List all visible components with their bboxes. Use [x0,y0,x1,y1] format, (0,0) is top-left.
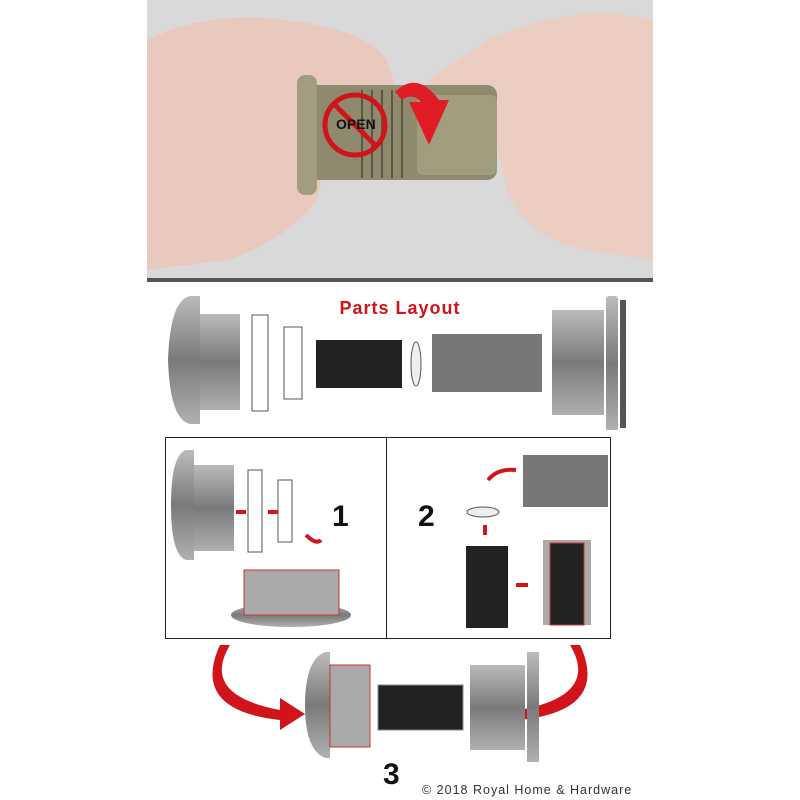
step-2-diagram [466,455,608,628]
steps-1-2-panel [165,437,611,639]
parts-layout-diagram [168,296,626,430]
lens-retainer [283,326,303,400]
curved-arrow-left-icon [212,645,305,730]
step-1-number: 1 [332,500,349,533]
prohibited-icon [322,92,388,158]
outer-flange [168,296,200,424]
lens-tube [316,340,402,388]
copyright-notice: © 2018 Royal Home & Hardware [422,783,633,797]
outer-barrel [200,314,240,410]
threaded-insert [432,334,542,392]
rotate-arrow-icon [395,82,449,145]
lens [410,341,422,387]
step-2-number: 2 [418,500,435,533]
ring-nut [251,314,269,412]
hands-unscrewing-peephole-photo [147,0,653,282]
parts-layout-title: Parts Layout [339,298,461,318]
inner-flange [606,296,618,430]
step-1-diagram [171,450,351,627]
step-3-number: 3 [383,758,400,791]
open-prohibited-label: OPEN [336,116,376,132]
panel-divider [386,437,387,638]
curved-arrow-icon [304,533,323,544]
step-3-assembly-diagram [212,645,588,762]
